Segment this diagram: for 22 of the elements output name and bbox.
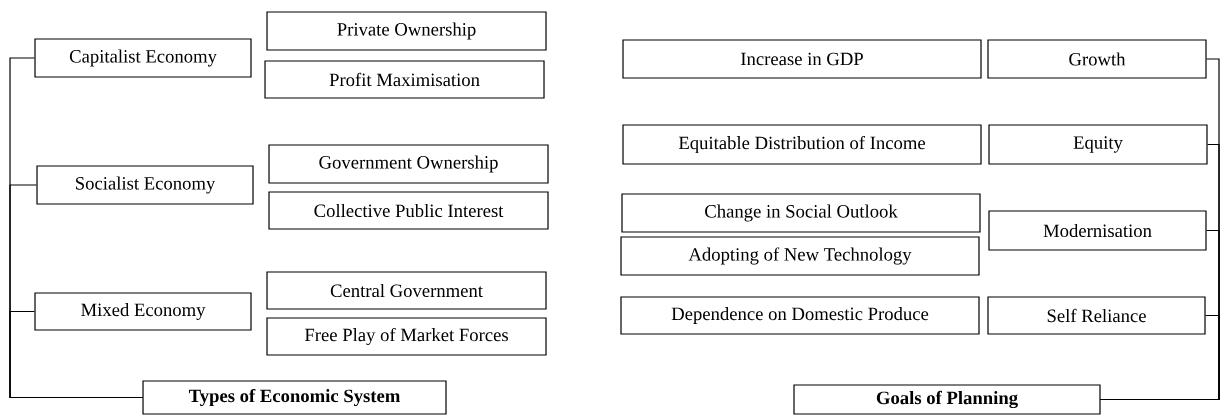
box: Increase in GDP (622, 39, 982, 79)
box: Equitable Distribution of Income (622, 124, 982, 165)
box: Dependence on Domestic Produce (620, 296, 980, 335)
box: Equity (988, 124, 1208, 165)
box: Mixed Economy (34, 292, 252, 331)
box: Self Reliance (987, 296, 1206, 335)
box: Growth (987, 39, 1207, 79)
box: Types of Economic System (142, 380, 447, 415)
connector (9, 310, 143, 399)
box: Modernisation (988, 210, 1207, 251)
box: Adopting of New Technology (620, 236, 980, 276)
box: Collective Public Interest (268, 191, 549, 230)
box: Private Ownership (266, 11, 547, 51)
box: Goals of Planning (793, 384, 1101, 415)
box: Capitalist Economy (34, 38, 252, 78)
box: Free Play of Market Forces (266, 317, 547, 356)
box: Change in Social Outlook (621, 193, 981, 233)
box: Government Ownership (268, 144, 549, 184)
box: Profit Maximisation (264, 60, 545, 99)
connector (1100, 314, 1220, 401)
box: Socialist Economy (36, 165, 254, 205)
box: Central Government (266, 271, 547, 310)
